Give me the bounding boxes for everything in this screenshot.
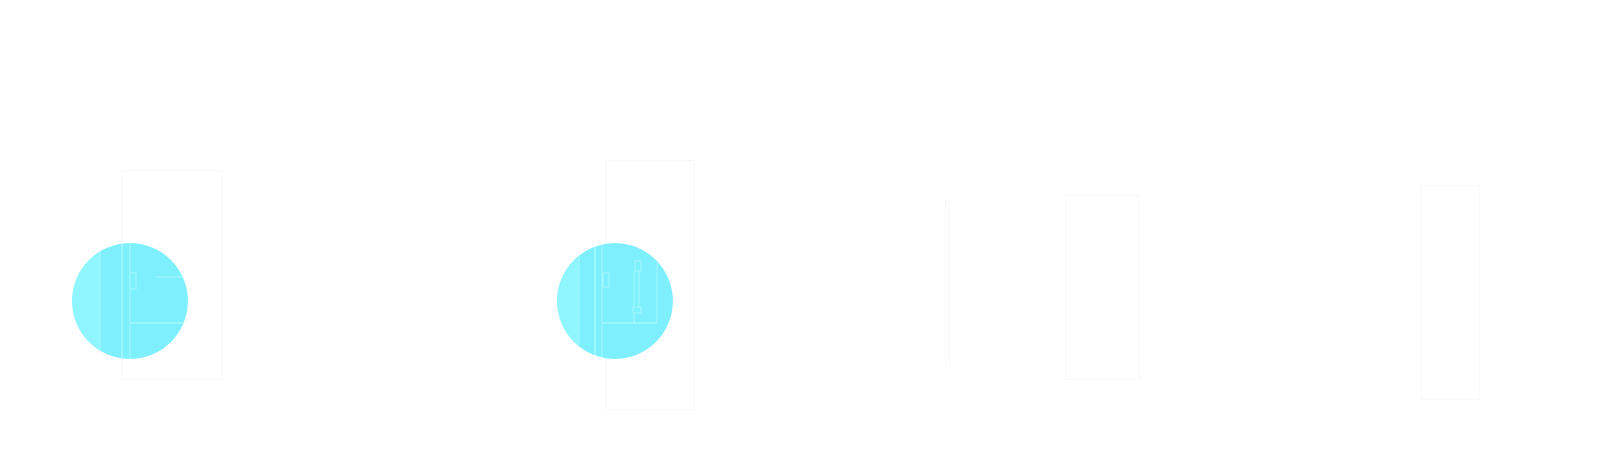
faint-outline (945, 200, 950, 365)
faint-outline (1420, 185, 1480, 400)
faint-outline (1065, 195, 1140, 380)
floorplan-circle-icon[interactable] (72, 243, 188, 359)
floorplan-circle-icon[interactable] (557, 243, 673, 359)
